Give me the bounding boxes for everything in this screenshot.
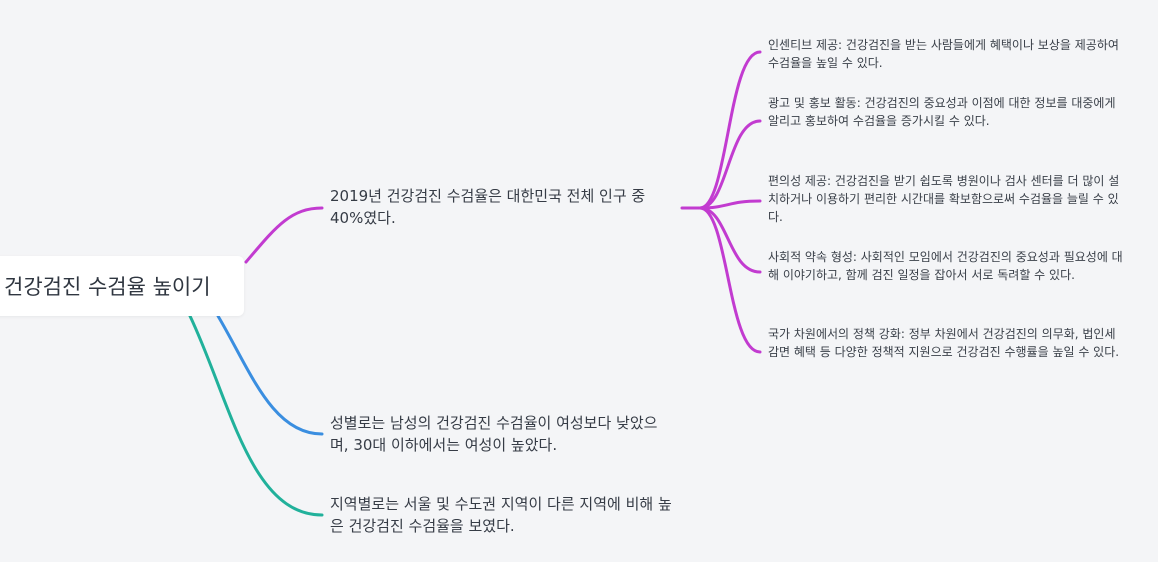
root-node[interactable]: 건강검진 수검율 높이기: [0, 256, 244, 316]
leaf-node-3-text: 편의성 제공: 건강검진을 받기 쉽도록 병원이나 검사 센터를 더 많이 설치…: [768, 174, 1120, 224]
leaf-node-4-text: 사회적 약속 형성: 사회적인 모임에서 건강검진의 중요성과 필요성에 대해 …: [768, 250, 1123, 282]
leaf-node-1-text: 인센티브 제공: 건강검진을 받는 사람들에게 혜택이나 보상을 제공하여 수검…: [768, 38, 1119, 70]
leaf-node-2[interactable]: 광고 및 홍보 활동: 건강검진의 중요성과 이점에 대한 정보를 대중에게 알…: [768, 94, 1128, 130]
leaf-node-5[interactable]: 국가 차원에서의 정책 강화: 정부 차원에서 건강검진의 의무화, 법인세 감…: [768, 325, 1128, 361]
branch-node-3[interactable]: 지역별로는 서울 및 수도권 지역이 다른 지역에 비해 높은 건강검진 수검율…: [330, 493, 675, 537]
leaf-node-4[interactable]: 사회적 약속 형성: 사회적인 모임에서 건강검진의 중요성과 필요성에 대해 …: [768, 248, 1128, 284]
branch-node-2-text: 성별로는 남성의 건강검진 수검율이 여성보다 낮았으며, 30대 이하에서는 …: [330, 414, 658, 454]
leaf-node-2-text: 광고 및 홍보 활동: 건강검진의 중요성과 이점에 대한 정보를 대중에게 알…: [768, 96, 1116, 128]
branch-node-1[interactable]: 2019년 건강검진 수검율은 대한민국 전체 인구 중 40%였다.: [330, 185, 680, 229]
connector-leaf-5: [698, 206, 762, 354]
connector-leaf-4: [698, 206, 762, 274]
branch-node-1-text: 2019년 건강검진 수검율은 대한민국 전체 인구 중 40%였다.: [330, 187, 646, 227]
branch-node-2[interactable]: 성별로는 남성의 건강검진 수검율이 여성보다 낮았으며, 30대 이하에서는 …: [330, 412, 675, 456]
connector-root-branch-3: [188, 314, 324, 517]
connector-leaf-3: [698, 199, 762, 210]
leaf-node-1[interactable]: 인센티브 제공: 건강검진을 받는 사람들에게 혜택이나 보상을 제공하여 수검…: [768, 36, 1128, 72]
leaf-node-3[interactable]: 편의성 제공: 건강검진을 받기 쉽도록 병원이나 검사 센터를 더 많이 설치…: [768, 172, 1128, 226]
connector-root-branch-2: [216, 314, 324, 436]
root-node-label: 건강검진 수검율 높이기: [4, 275, 211, 299]
leaf-node-5-text: 국가 차원에서의 정책 강화: 정부 차원에서 건강검진의 의무화, 법인세 감…: [768, 327, 1120, 359]
connector-leaf-1: [698, 50, 762, 210]
branch-node-3-text: 지역별로는 서울 및 수도권 지역이 다른 지역에 비해 높은 건강검진 수검율…: [330, 495, 672, 535]
connector-leaf-2: [698, 119, 762, 210]
connector-root-branch-1: [244, 206, 324, 264]
